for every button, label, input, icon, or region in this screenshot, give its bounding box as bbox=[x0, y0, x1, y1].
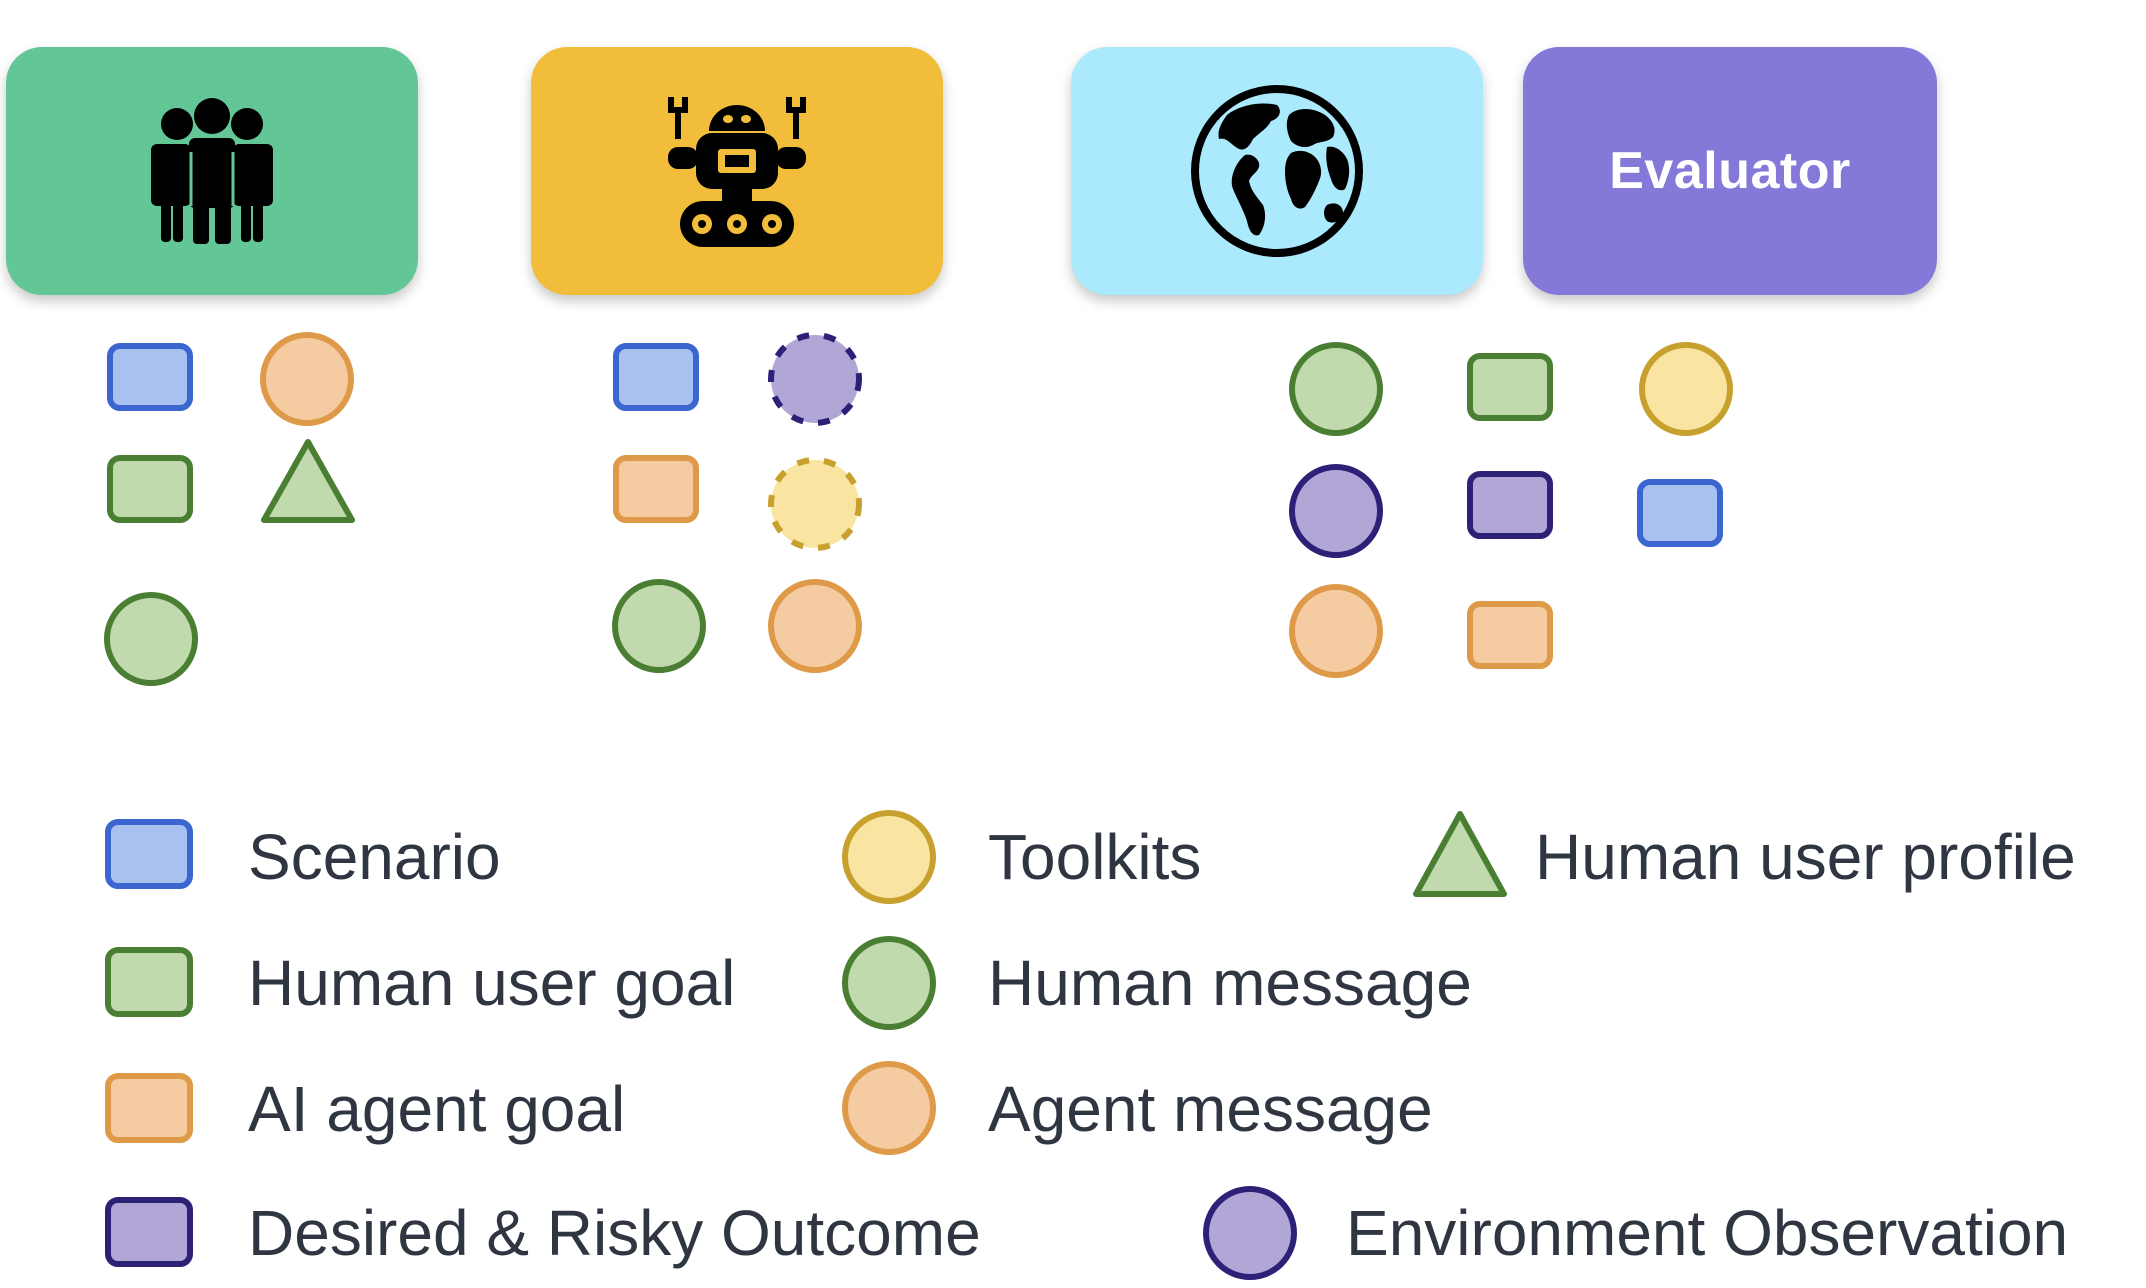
evaluator-label: Evaluator bbox=[1609, 142, 1851, 200]
legend-human-user-profile-label: Human user profile bbox=[1535, 821, 2076, 893]
agent-agent-message-circle bbox=[768, 579, 862, 673]
human-agent-message-circle bbox=[260, 332, 354, 426]
human-user-profile-triangle bbox=[261, 439, 355, 523]
agent-ai-goal-square bbox=[613, 455, 699, 523]
legend-scenario-swatch bbox=[105, 819, 193, 889]
legend-scenario-label: Scenario bbox=[248, 821, 501, 893]
legend-human-user-goal-swatch bbox=[105, 947, 193, 1017]
legend-desired-risky-outcome-label: Desired & Risky Outcome bbox=[248, 1197, 981, 1269]
environment-actor-card bbox=[1071, 47, 1483, 295]
env-environment-observation-circle bbox=[1289, 464, 1383, 558]
agent-scenario-square bbox=[613, 343, 699, 411]
agent-toolkits-dashed-circle bbox=[768, 457, 862, 551]
legend-desired-risky-outcome-swatch bbox=[105, 1197, 193, 1267]
legend-human-message-swatch bbox=[842, 936, 936, 1030]
legend-environment-observation-label: Environment Observation bbox=[1346, 1197, 2069, 1269]
legend-agent-message-label: Agent message bbox=[988, 1073, 1433, 1145]
human-scenario-square bbox=[107, 343, 193, 411]
agent-actor-card bbox=[531, 47, 943, 295]
legend-environment-observation-swatch bbox=[1203, 1186, 1297, 1280]
globe-icon bbox=[1191, 85, 1363, 257]
env-agent-message-circle bbox=[1289, 584, 1383, 678]
agent-environment-observation-dashed-circle bbox=[768, 332, 862, 426]
people-group-icon bbox=[151, 98, 273, 244]
legend-toolkits-swatch bbox=[842, 810, 936, 904]
legend-ai-agent-goal-label: AI agent goal bbox=[248, 1073, 626, 1145]
agent-human-message-circle bbox=[612, 579, 706, 673]
env-human-message-circle bbox=[1289, 342, 1383, 436]
legend-human-user-goal-label: Human user goal bbox=[248, 947, 736, 1019]
legend-human-user-profile-swatch bbox=[1413, 811, 1507, 897]
evaluator-actor-card: Evaluator bbox=[1523, 47, 1937, 295]
legend-ai-agent-goal-swatch bbox=[105, 1073, 193, 1143]
legend-human-message-label: Human message bbox=[988, 947, 1472, 1019]
env-human-user-goal-square bbox=[1467, 353, 1553, 421]
env-toolkits-circle bbox=[1639, 342, 1733, 436]
env-scenario-square bbox=[1637, 479, 1723, 547]
legend-toolkits-label: Toolkits bbox=[988, 821, 1202, 893]
env-desired-risky-outcome-square bbox=[1467, 471, 1553, 539]
human-actor-card bbox=[6, 47, 418, 295]
env-ai-goal-square bbox=[1467, 601, 1553, 669]
human-user-goal-square bbox=[107, 455, 193, 523]
legend-agent-message-swatch bbox=[842, 1061, 936, 1155]
robot-icon bbox=[668, 97, 806, 247]
human-message-circle bbox=[104, 592, 198, 686]
